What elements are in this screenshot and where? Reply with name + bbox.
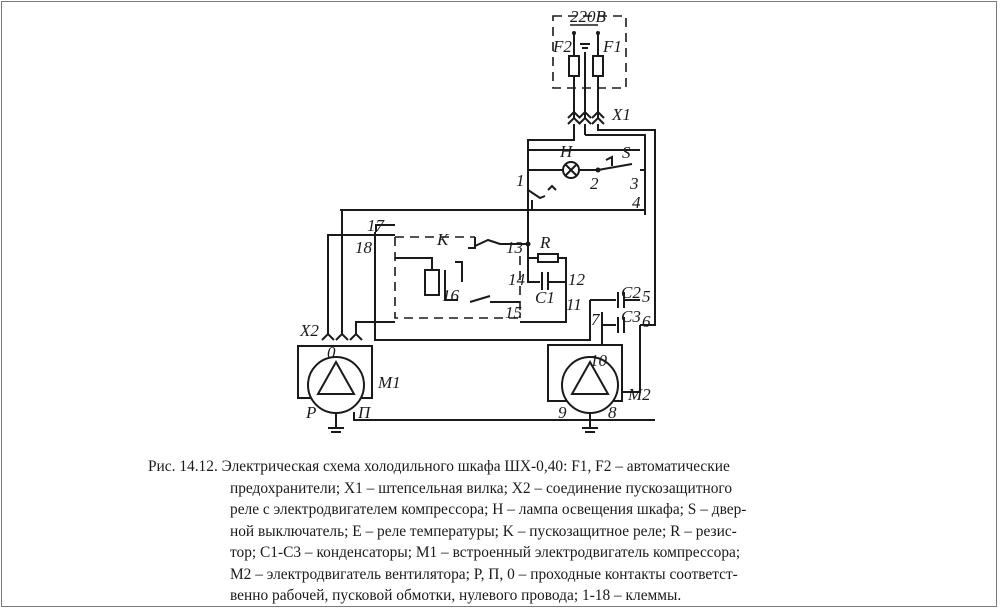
bus-phase <box>597 124 656 326</box>
wire-to-m2 <box>374 232 591 341</box>
caption-line: Рис. 14.12. Электрическая схема холодиль… <box>148 458 730 475</box>
relay-k-label: K <box>436 230 450 249</box>
motor-m2-winding <box>570 359 610 395</box>
terminal-3: 3 <box>629 174 639 193</box>
bus-ground-run <box>585 134 646 215</box>
resistor-right-wire <box>558 257 567 282</box>
terminal-16: 16 <box>442 286 460 305</box>
terminal-10: 10 <box>590 351 608 370</box>
relay-k-contact-lower <box>469 295 491 303</box>
fuse-f1-label: F1 <box>602 37 622 56</box>
terminal-2: 2 <box>590 174 599 193</box>
caption-line: M2 – электродвигатель вентилятора; P, П,… <box>230 565 738 583</box>
caption-line: предохранители; X1 – штепсельная вилка; … <box>230 479 733 497</box>
lamp-cross-2 <box>564 163 578 177</box>
terminal-6: 6 <box>642 312 651 331</box>
contact-pi-label: П <box>357 403 372 422</box>
connector-x2-label: X2 <box>299 321 319 340</box>
relay-k-armature <box>455 261 463 282</box>
wire-m1-to-m2 <box>353 412 655 421</box>
fuse-f2-label: F2 <box>552 37 572 56</box>
supply-dot-1 <box>572 31 576 35</box>
temp-relay-symbol <box>547 184 557 191</box>
caption-line: реле с электродвигателем компрессора; H … <box>230 501 747 518</box>
terminal-7: 7 <box>591 310 601 329</box>
relay-k-upper-lead <box>468 237 476 249</box>
terminal-18: 18 <box>355 238 373 257</box>
caption-line: ной выключатель; E – реле температуры; K… <box>230 522 737 540</box>
connector-x2 <box>321 332 363 341</box>
c1-left-wire <box>527 232 540 283</box>
cap-c2-label: C2 <box>621 283 641 302</box>
cap-c1-label: C1 <box>535 288 555 307</box>
cap-c3-label: C3 <box>621 307 641 326</box>
wire-x2-17 <box>340 209 343 334</box>
caption-line: тор; C1-C3 – конденсаторы; M1 – встроенн… <box>230 544 741 561</box>
resistor-r-label: R <box>539 233 551 252</box>
switch-s-actuator <box>605 155 613 166</box>
motor-m1 <box>307 356 365 414</box>
terminal-9: 9 <box>558 403 567 422</box>
terminal-4: 4 <box>632 193 641 212</box>
motor-m2-label: M2 <box>627 385 651 404</box>
terminal-11: 11 <box>566 295 582 314</box>
relay-k-contact-upper <box>474 238 528 247</box>
switch-s <box>597 163 633 171</box>
temp-relay-contact <box>527 180 546 200</box>
terminal-5: 5 <box>642 287 651 306</box>
terminal-13: 13 <box>506 238 523 257</box>
relay-k-coil <box>424 269 440 296</box>
plug-x1-label: X1 <box>611 105 631 124</box>
motor-m1-winding <box>316 359 356 395</box>
wire-x2-18 <box>327 234 376 334</box>
terminal-14: 14 <box>508 270 526 289</box>
fuse-f2 <box>568 55 580 77</box>
lamp-h-label: H <box>559 142 574 161</box>
caption-line: венно рабочей, пусковой обмотки, нулевог… <box>230 587 682 604</box>
contact-p-label: Р <box>305 403 316 422</box>
supply-dot-2 <box>596 31 600 35</box>
wiring-diagram: 220В F2 F1 X1 H S 2 3 1 4 <box>297 7 656 433</box>
supply-label: 220В <box>570 7 607 26</box>
terminal-12: 12 <box>568 270 586 289</box>
relay-k-box-left <box>394 237 520 319</box>
motor-m1-label: M1 <box>377 373 401 392</box>
wire-11 <box>520 282 567 323</box>
terminal-1: 1 <box>516 171 525 190</box>
fuse-box <box>552 15 627 89</box>
plug-x1 <box>567 110 605 125</box>
terminal-8: 8 <box>608 403 617 422</box>
resistor-r <box>537 253 559 263</box>
relay-k-contact-left <box>444 270 458 301</box>
figure-caption: Рис. 14.12. Электрическая схема холодиль… <box>148 456 828 607</box>
contact-0-label: 0 <box>327 343 336 362</box>
fuse-f1 <box>592 55 604 77</box>
wire-m2-right <box>622 325 641 393</box>
terminal-15: 15 <box>505 303 522 322</box>
relay-k-coil-lead <box>395 257 433 270</box>
wire-17-stub <box>375 224 395 232</box>
wire-x2-15 <box>355 321 395 334</box>
switch-s-label: S <box>622 143 631 162</box>
